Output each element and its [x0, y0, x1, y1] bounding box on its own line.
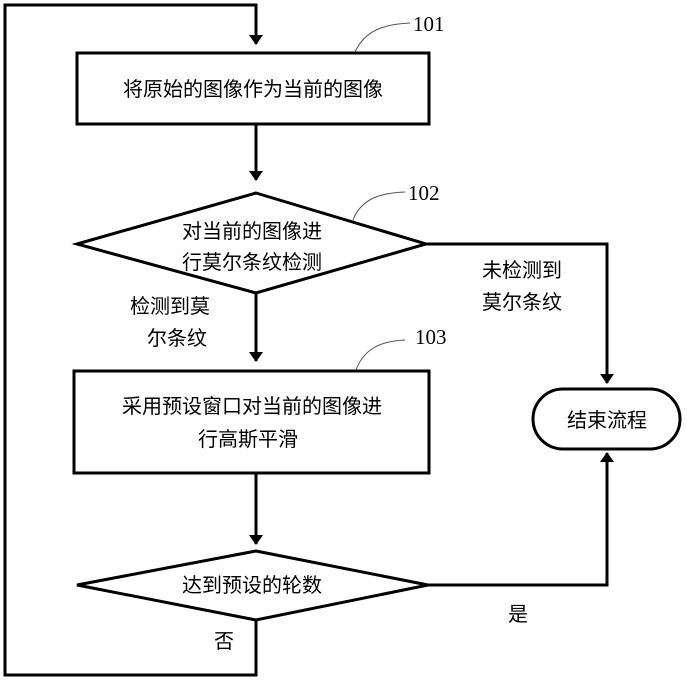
step-102-leader [353, 192, 405, 220]
step-101-text: 将原始的图像作为当前的图像 [123, 77, 383, 101]
step-102-ref: 102 [408, 181, 440, 205]
label-not-detected-line1: 未检测到 [482, 258, 562, 282]
end-text: 结束流程 [567, 408, 647, 432]
label-detected-line1: 检测到莫 [130, 294, 210, 318]
step-102-line1: 对当前的图像进 [182, 219, 322, 243]
step-103-line2: 行高斯平滑 [198, 427, 298, 451]
step-102-line2: 行莫尔条纹检测 [182, 250, 322, 274]
step-102-diamond [77, 193, 426, 293]
edge-yes [428, 453, 607, 585]
label-detected-line2: 尔条纹 [147, 326, 207, 350]
step-101-leader [355, 23, 410, 52]
label-no: 否 [214, 629, 234, 653]
step-103-box [74, 371, 429, 473]
label-yes: 是 [508, 602, 528, 626]
step-101-ref: 101 [413, 12, 445, 36]
step-103-ref: 103 [415, 325, 447, 349]
decision-rounds-text: 达到预设的轮数 [182, 573, 322, 597]
step-103-leader [356, 340, 405, 370]
label-not-detected-line2: 莫尔条纹 [482, 290, 562, 314]
step-103-line1: 采用预设窗口对当前的图像进 [122, 394, 382, 418]
